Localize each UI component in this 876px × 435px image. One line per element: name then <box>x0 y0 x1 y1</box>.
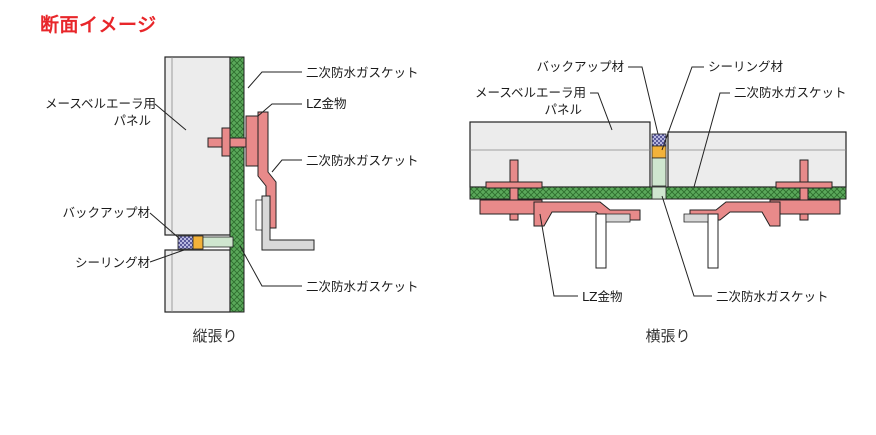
vertical-sealing-material <box>192 235 204 250</box>
vertical-label-gasket-mid: 二次防水ガスケット <box>306 153 419 168</box>
page-title: 断面イメージ <box>40 14 157 36</box>
vertical-gasket-strip <box>229 56 245 313</box>
vertical-label-backup: バックアップ材 <box>62 205 150 220</box>
vertical-caption: 縦張り <box>192 327 237 345</box>
vertical-lz-bracket <box>257 111 277 229</box>
vertical-label-panel-line1: メースベルエーラ用 <box>45 96 156 111</box>
horizontal-label-backup: バックアップ材 <box>536 59 624 74</box>
vertical-joint-gasket <box>202 236 234 248</box>
vertical-label-gasket-top: 二次防水ガスケット <box>306 65 419 80</box>
vertical-label-panel-line2: パネル <box>113 113 151 128</box>
horizontal-label-gasket-bottom: 二次防水ガスケット <box>716 289 829 304</box>
horizontal-label-gasket-top: 二次防水ガスケット <box>734 85 847 100</box>
vertical-label-gasket-bottom: 二次防水ガスケット <box>306 279 419 294</box>
vertical-label-sealing: シーリング材 <box>75 255 150 270</box>
horizontal-label-panel-line2: パネル <box>544 102 582 117</box>
horizontal-section: バックアップ材 シーリング材 メースベルエーラ用 パネル 二次防水ガスケット L… <box>469 59 847 345</box>
horizontal-panel-right <box>667 131 847 188</box>
horizontal-caption: 横張り <box>645 327 690 345</box>
vertical-section: メースベルエーラ用 パネル バックアップ材 シーリング材 二次防水ガスケット L… <box>45 56 419 345</box>
horizontal-label-sealing: シーリング材 <box>708 59 783 74</box>
vertical-label-lz: LZ金物 <box>306 96 347 111</box>
horizontal-label-lz: LZ金物 <box>582 289 623 304</box>
horizontal-label-panel-line1: メースベルエーラ用 <box>475 85 586 100</box>
vertical-backup-material <box>177 235 194 250</box>
horizontal-sealing-material <box>651 145 667 159</box>
horizontal-panel-left <box>469 121 651 188</box>
vertical-panel-lower <box>164 249 231 313</box>
